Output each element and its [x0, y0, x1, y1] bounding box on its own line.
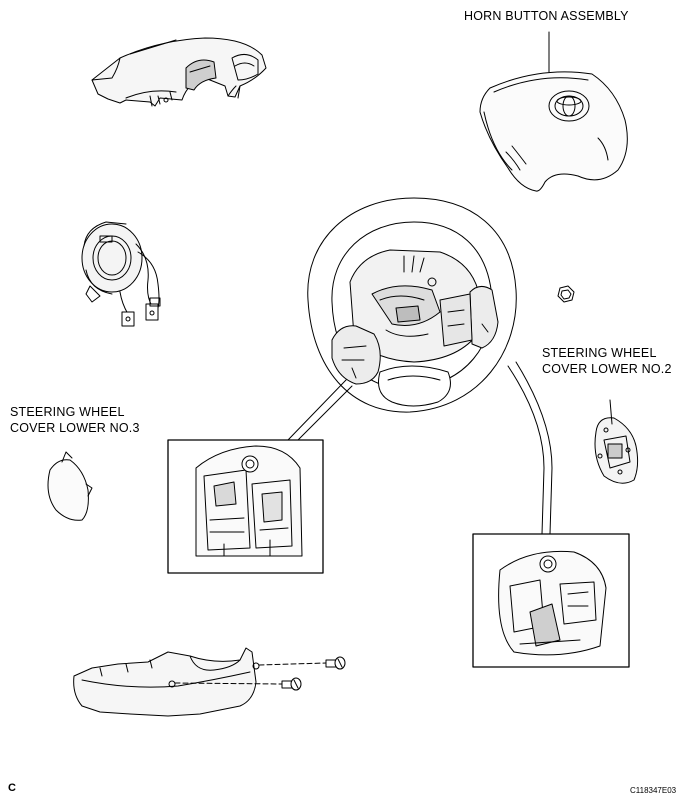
cover-lower-no3-label-line1: STEERING WHEEL [10, 405, 125, 419]
corner-letter: C [8, 782, 16, 794]
cover-lower-no3-label-line2: COVER LOWER NO.3 [10, 421, 140, 435]
steering-wheel [308, 198, 517, 412]
steering-wheel-set-nut [558, 286, 574, 302]
horn-button-assembly [480, 32, 627, 191]
horn-button-assembly-label: HORN BUTTON ASSEMBLY [464, 9, 629, 23]
steering-wheel-cover-lower-no3 [48, 452, 92, 520]
detail-view-right-spoke [473, 534, 629, 667]
screw-upper [326, 657, 345, 669]
cover-lower-no2-label-line2: COVER LOWER NO.2 [542, 362, 672, 376]
detail-leader-lines [288, 362, 552, 534]
spiral-cable [82, 222, 160, 326]
cover-lower-no2-label-line1: STEERING WHEEL [542, 346, 657, 360]
screw-lower [282, 678, 301, 690]
column-cover-lower [74, 648, 326, 716]
figure-code: C118347E03 [630, 786, 677, 795]
steering-wheel-cover-lower-no2 [595, 400, 638, 483]
column-cover-upper [92, 38, 266, 106]
detail-view-left-spoke [168, 440, 323, 573]
